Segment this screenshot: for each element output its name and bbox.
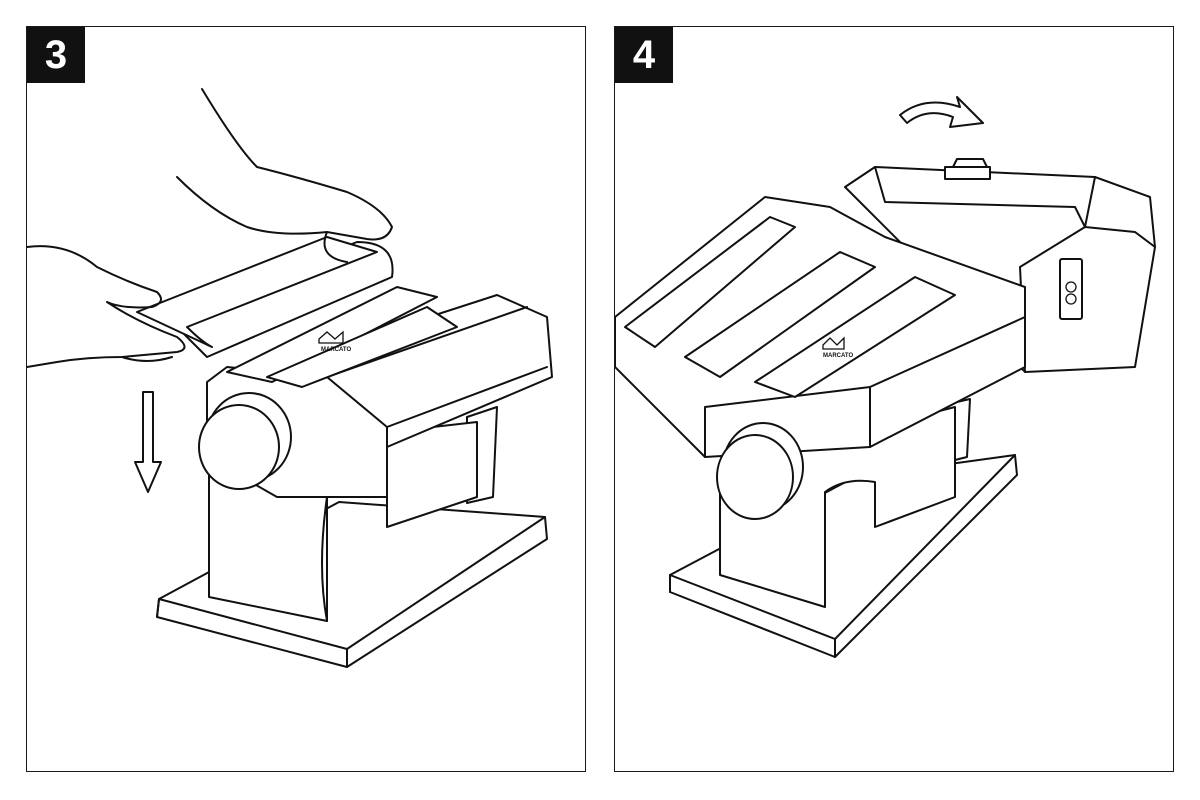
pasta-machine-with-motor-illustration: MARCATO [615, 96, 1156, 658]
step-number-badge: 4 [615, 27, 673, 83]
step-3-panel: 3 M [26, 26, 586, 772]
curved-arrow-icon [899, 96, 984, 128]
step-number-badge: 3 [27, 27, 85, 83]
svg-text:MARCATO: MARCATO [321, 347, 351, 353]
hand-top [176, 88, 393, 263]
svg-text:MARCATO: MARCATO [823, 353, 853, 359]
power-switch [944, 166, 991, 180]
power-socket-icon [1059, 258, 1083, 320]
down-arrow-icon [134, 391, 162, 493]
pasta-machine-illustration: MARCATO [27, 88, 553, 668]
base-plate [156, 501, 548, 668]
pasta-sheet [136, 236, 378, 348]
rollers [166, 241, 458, 388]
brand-logo: MARCATO [822, 336, 853, 359]
motor-unit [844, 158, 1156, 373]
crank-knob [716, 422, 804, 520]
crank-knob [198, 392, 292, 490]
rollers [624, 216, 956, 398]
step-4-panel: 4 [614, 26, 1174, 772]
brand-logo: MARCATO [318, 330, 351, 353]
hand-left [27, 245, 186, 368]
